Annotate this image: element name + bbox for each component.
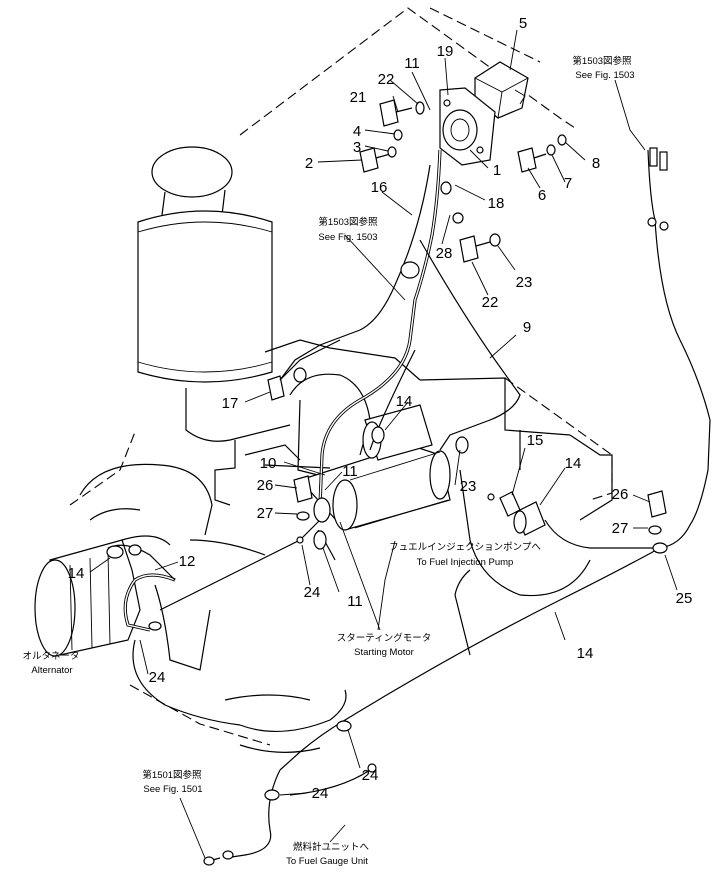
ref-1503-mid-jp: 第1503図参照 — [318, 216, 378, 228]
callout-2: 2 — [305, 155, 313, 172]
callout-24-lower: 24 — [362, 767, 379, 784]
sensor-components — [487, 491, 591, 549]
callout-4: 4 — [353, 123, 361, 140]
callout-26-left: 26 — [257, 477, 274, 494]
callout-24-starter: 23 — [460, 478, 477, 495]
fasteners — [267, 99, 667, 535]
fuel-gauge-jp: 燃料計ユニットへ — [293, 841, 370, 853]
callout-7: 7 — [564, 175, 572, 192]
callout-8: 8 — [592, 155, 600, 172]
callout-6: 6 — [538, 187, 546, 204]
callout-17: 15 — [527, 432, 544, 449]
fuel-injection-jp: フュエルインジェクションポンプへ — [389, 542, 541, 553]
callout-1: 1 — [493, 162, 501, 179]
callout-12: 11 — [347, 593, 363, 610]
callout-10: 10 — [260, 455, 277, 472]
callout-5: 5 — [519, 15, 527, 32]
callout-28: 28 — [436, 245, 453, 262]
ref-1501-jp: 第1501図参照 — [142, 769, 202, 781]
callout-15: 14 — [577, 645, 594, 662]
callout-24-bottom: 24 — [312, 785, 329, 802]
connectors-clamps — [106, 147, 669, 866]
callout-23-top: 22 — [378, 71, 395, 88]
part-number-callouts: 5 19 11 22 21 4 3 2 1 6 7 8 16 18 28 23 … — [68, 15, 693, 802]
callout-27-right: 27 — [612, 520, 629, 537]
ref-1501-en: See Fig. 1501 — [143, 784, 202, 795]
bracket-assembly — [439, 87, 496, 166]
leader-lines — [89, 29, 678, 859]
callout-20: 18 — [488, 195, 505, 212]
callout-3: 3 — [353, 139, 361, 156]
callout-24-alternator: 24 — [149, 669, 166, 686]
callout-14-starter: 14 — [396, 393, 413, 410]
callout-14-alternator: 14 — [68, 565, 85, 582]
engine-outline — [34, 7, 613, 753]
starting-motor-jp: スターティングモータ — [337, 632, 431, 644]
harness-lines — [107, 149, 711, 863]
starting-motor-en: Starting Motor — [354, 647, 414, 658]
fuel-injection-en: To Fuel Injection Pump — [417, 557, 514, 568]
ref-1503-top-en: See Fig. 1503 — [575, 70, 634, 81]
callout-22-top: 21 — [350, 89, 367, 106]
callout-25: 25 — [676, 590, 693, 607]
callout-27-left: 27 — [257, 505, 274, 522]
ref-1503-mid-en: See Fig. 1503 — [318, 232, 377, 243]
callout-13: 12 — [179, 553, 196, 570]
callout-22-mid: 22 — [482, 294, 499, 311]
callout-9: 9 — [523, 319, 531, 336]
callout-21: 19 — [437, 43, 454, 60]
callout-19: 17 — [222, 395, 239, 412]
callout-23-mid: 23 — [516, 274, 533, 291]
callout-16: 14 — [565, 455, 582, 472]
callout-18: 16 — [371, 179, 388, 196]
text-annotations: 第1503図参照 See Fig. 1503 第1503図参照 See Fig.… — [22, 55, 634, 867]
fuel-gauge-en: To Fuel Gauge Unit — [286, 856, 368, 867]
ref-1503-top-jp: 第1503図参照 — [572, 55, 632, 67]
callout-11-mid: 11 — [342, 463, 358, 480]
callout-24-cable: 24 — [304, 584, 321, 601]
alternator-jp: オルタネータ — [22, 651, 79, 662]
callout-11-top: 11 — [404, 55, 420, 72]
alternator-en: Alternator — [31, 665, 72, 676]
callout-26-right: 26 — [612, 486, 629, 503]
